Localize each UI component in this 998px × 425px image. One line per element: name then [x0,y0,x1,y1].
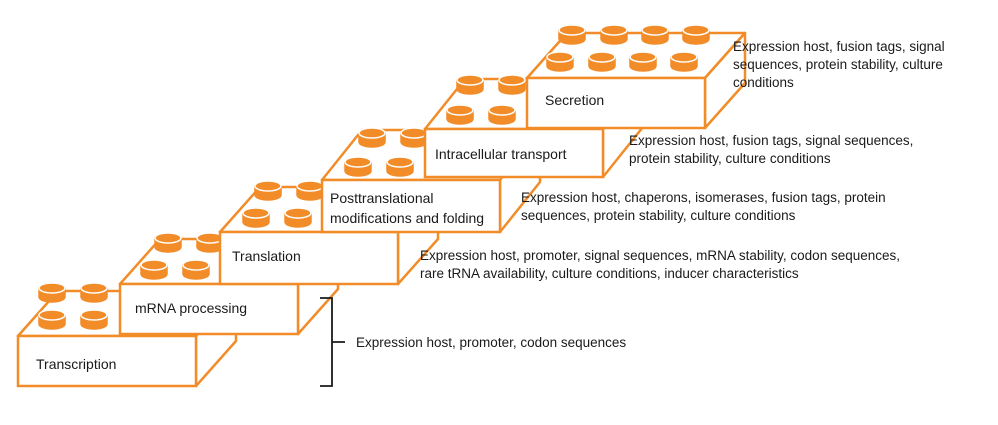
brick-stud [629,51,657,72]
brick-stud [154,232,182,253]
brick-front-face [525,76,707,130]
brick-stud [588,51,616,72]
brick-studs [38,282,108,330]
step-description: Expression host, chaperons, isomerases, … [521,190,886,223]
brick-stud [456,74,484,95]
brick-stud [488,104,516,125]
step-label: modifications and folding [330,210,484,226]
brick-stud [254,180,282,201]
brick-studs [344,127,428,177]
brick-stud [344,156,372,177]
description-line: rare tRNA availability, culture conditio… [420,266,799,281]
brick-studs [546,24,710,72]
description-line: protein stability, culture conditions [629,151,831,166]
bracket [320,297,345,387]
description-line: Expression host, fusion tags, signal [733,39,945,54]
brick-stud [242,207,270,228]
description-line: sequences, protein stability, culture [733,57,943,72]
step-label: Secretion [545,92,604,108]
step-label: mRNA processing [135,300,247,316]
brick-front-face [16,334,198,388]
brick-stud [140,259,168,280]
brick-stud [38,282,66,303]
brick-stud [196,232,224,253]
brick-step: Secretion [525,24,747,130]
bracket-layer [320,297,345,387]
bricks-layer: Transcription mRNA processing Translation P… [16,24,747,388]
brick-stud [498,74,526,95]
brick-stud [182,259,210,280]
step-label: Intracellular transport [435,146,567,162]
description-line: conditions [733,75,794,90]
descriptions-layer: Expression host, promoter, codon sequenc… [356,39,945,350]
step-description: Expression host, fusion tags, signal sequ… [733,39,945,90]
brick-stud [386,156,414,177]
step-label: Translation [232,248,301,264]
brick-stud [446,104,474,125]
brick-studs [242,180,324,228]
brick-stud [38,309,66,330]
brick-stud [358,127,386,148]
brick-studs [446,74,526,125]
description-line: sequences, protein stability, culture co… [521,208,796,223]
brick-stud [682,24,710,45]
brick-stud [400,127,428,148]
brick-stud [641,24,669,45]
brick-stud [80,309,108,330]
brick-studs [140,232,224,280]
brick-front-face [423,127,605,179]
brick-stud [558,24,586,45]
step-description: Expression host, promoter, codon sequenc… [356,335,626,350]
brick-stud [296,180,324,201]
brick-stud [546,51,574,72]
step-description: Expression host, fusion tags, signal seq… [629,133,913,166]
brick-stud [600,24,628,45]
brick-stud [284,207,312,228]
step-label: Posttranslational [330,190,434,206]
step-label: Transcription [36,356,116,372]
description-line: Expression host, promoter, codon sequenc… [356,335,626,350]
brick-front-face [118,282,300,336]
brick-front-face [218,230,400,286]
step-description: Expression host, promoter, signal sequen… [420,248,900,281]
description-line: Expression host, fusion tags, signal seq… [629,133,913,148]
brick-stud [80,282,108,303]
brick-front-face [320,178,502,234]
brick-stud [670,51,698,72]
description-line: Expression host, chaperons, isomerases, … [521,190,886,205]
description-line: Expression host, promoter, signal sequen… [420,248,900,263]
